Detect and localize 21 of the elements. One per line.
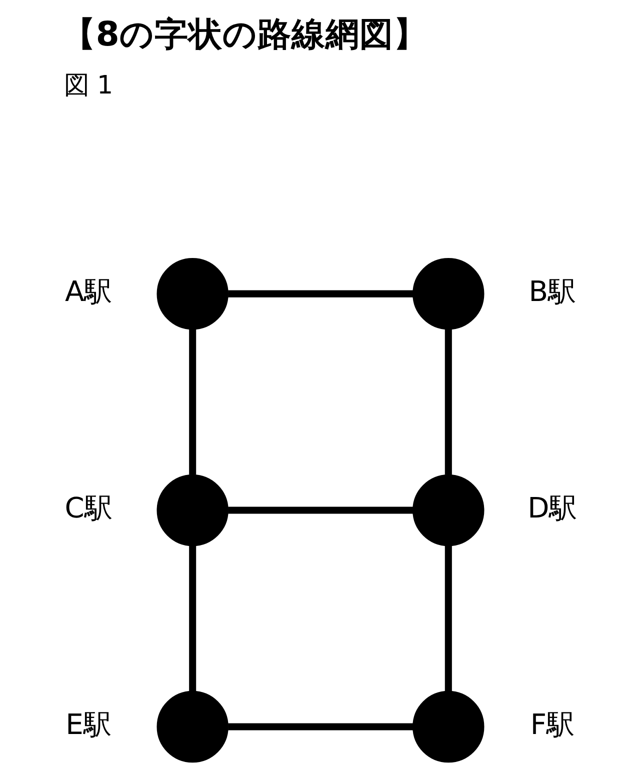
node-circle	[156, 258, 228, 330]
node-circle	[412, 690, 484, 763]
connector	[444, 329, 452, 475]
connector	[188, 546, 196, 692]
diagram-title: 【8の字状の路線網図】	[61, 14, 427, 54]
node-circle	[156, 474, 228, 546]
node-label: B駅	[528, 274, 576, 308]
node-circle	[412, 474, 484, 546]
node-label: D駅	[527, 491, 577, 524]
node-circle	[412, 258, 484, 330]
node-circle	[156, 690, 228, 763]
connector	[228, 290, 413, 298]
node-label: F駅	[530, 708, 574, 741]
label: 図 1	[64, 70, 113, 100]
connector	[188, 329, 196, 475]
connector	[228, 506, 413, 514]
node-label: E駅	[65, 708, 111, 741]
node-label: C駅	[64, 491, 112, 524]
node-label: A駅	[64, 274, 112, 308]
connector	[228, 723, 413, 730]
connector	[444, 546, 452, 692]
